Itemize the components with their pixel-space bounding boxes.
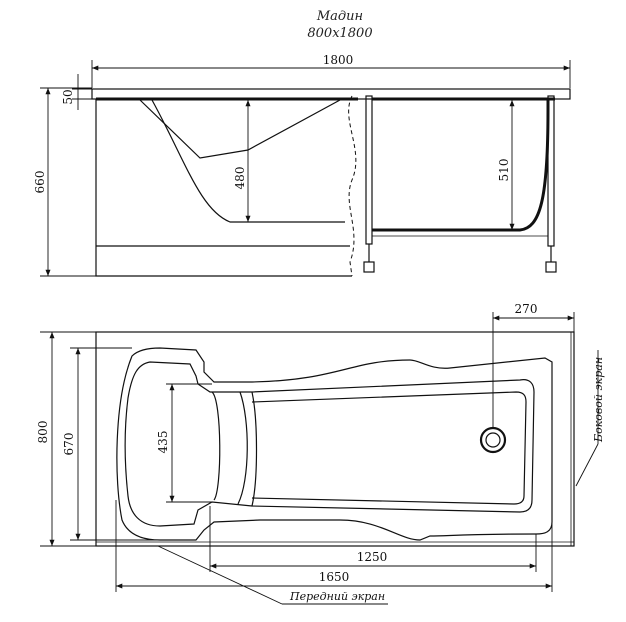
- model-size: 800x1800: [307, 26, 372, 41]
- dim-inner-length: 1650: [319, 570, 350, 584]
- leg-foot-left: [363, 261, 375, 273]
- dim-width: 800: [36, 421, 50, 444]
- support-leg-left: [365, 95, 373, 245]
- headrest-curve-2: [237, 391, 248, 505]
- drain-outer: [479, 426, 507, 454]
- leg-foot-right: [545, 261, 557, 273]
- headrest-curve-1: [211, 391, 221, 501]
- tub-floor-profile-right: [372, 100, 550, 232]
- front-panel-leader: [157, 545, 283, 605]
- dim-depth-left: 480: [233, 167, 247, 190]
- dim-rim: 50: [61, 89, 75, 104]
- dim-depth-right: 510: [497, 159, 511, 182]
- dim-overall-length: 1800: [323, 53, 354, 67]
- backrest-profile: [139, 99, 341, 159]
- basin-bottom-contour: [251, 391, 527, 505]
- front-panel-outline: [95, 99, 352, 277]
- side-panel-leader: [575, 443, 599, 487]
- model-name: Мадин: [316, 9, 363, 24]
- section-break-line: [348, 95, 357, 277]
- dim-bottom-length: 1250: [357, 550, 388, 564]
- dim-headrest: 435: [156, 431, 170, 454]
- tub-floor-profile-left: [151, 99, 345, 223]
- side-view: 1800 660 50 480 510: [33, 53, 571, 277]
- dim-inner-width: 670: [62, 433, 76, 456]
- basin-inner-contour: [124, 361, 535, 527]
- top-view: 270 800 670 435 1250 1650 Передний экран…: [36, 302, 605, 605]
- dim-height: 660: [33, 171, 47, 194]
- dim-drain-offset: 270: [515, 302, 538, 316]
- front-panel-label: Передний экран: [289, 590, 385, 603]
- side-panel-label: Боковой экран: [592, 357, 605, 443]
- drain-inner: [485, 432, 501, 448]
- headrest-curve-3: [251, 391, 258, 507]
- tub-outline: [95, 331, 575, 547]
